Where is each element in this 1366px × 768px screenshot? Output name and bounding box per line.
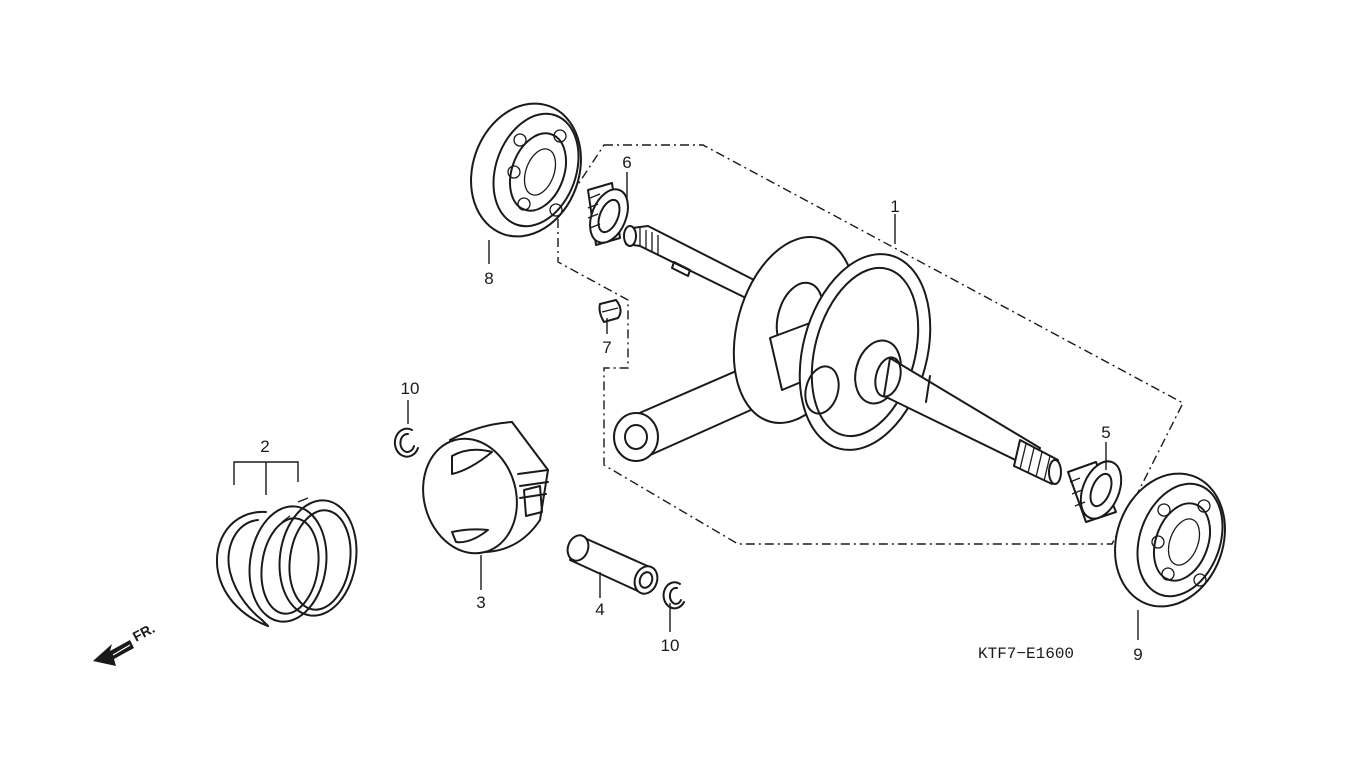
callout-10-lower: 10: [661, 636, 680, 655]
needle-bearing-left[interactable]: [583, 182, 636, 248]
clip-upper[interactable]: [393, 427, 419, 458]
callout-5: 5: [1101, 423, 1110, 442]
front-label: FR.: [130, 620, 157, 645]
diagram-code: KTF7−E1600: [978, 645, 1074, 663]
callout-3: 3: [476, 593, 485, 612]
callout-1: 1: [890, 197, 899, 216]
bearing-left[interactable]: [453, 88, 599, 252]
callout-10-upper: 10: [401, 379, 420, 398]
piston-pin[interactable]: [564, 532, 661, 597]
callout-4: 4: [595, 600, 604, 619]
callout-9: 9: [1133, 645, 1142, 664]
piston-rings[interactable]: [215, 495, 364, 627]
callout-6: 6: [622, 153, 631, 172]
crankshaft[interactable]: [613, 223, 1062, 485]
woodruff-key[interactable]: [598, 299, 622, 323]
callout-2: 2: [260, 437, 269, 456]
clip-lower[interactable]: [662, 581, 685, 610]
callout-7: 7: [602, 338, 611, 357]
needle-bearing-right[interactable]: [1067, 455, 1129, 524]
bearing-right[interactable]: [1097, 458, 1243, 622]
assembly-outline: [557, 144, 1184, 545]
piston[interactable]: [411, 421, 549, 564]
leader-lines: [233, 172, 1139, 640]
front-arrow-icon: [93, 640, 134, 666]
callout-8: 8: [484, 269, 493, 288]
